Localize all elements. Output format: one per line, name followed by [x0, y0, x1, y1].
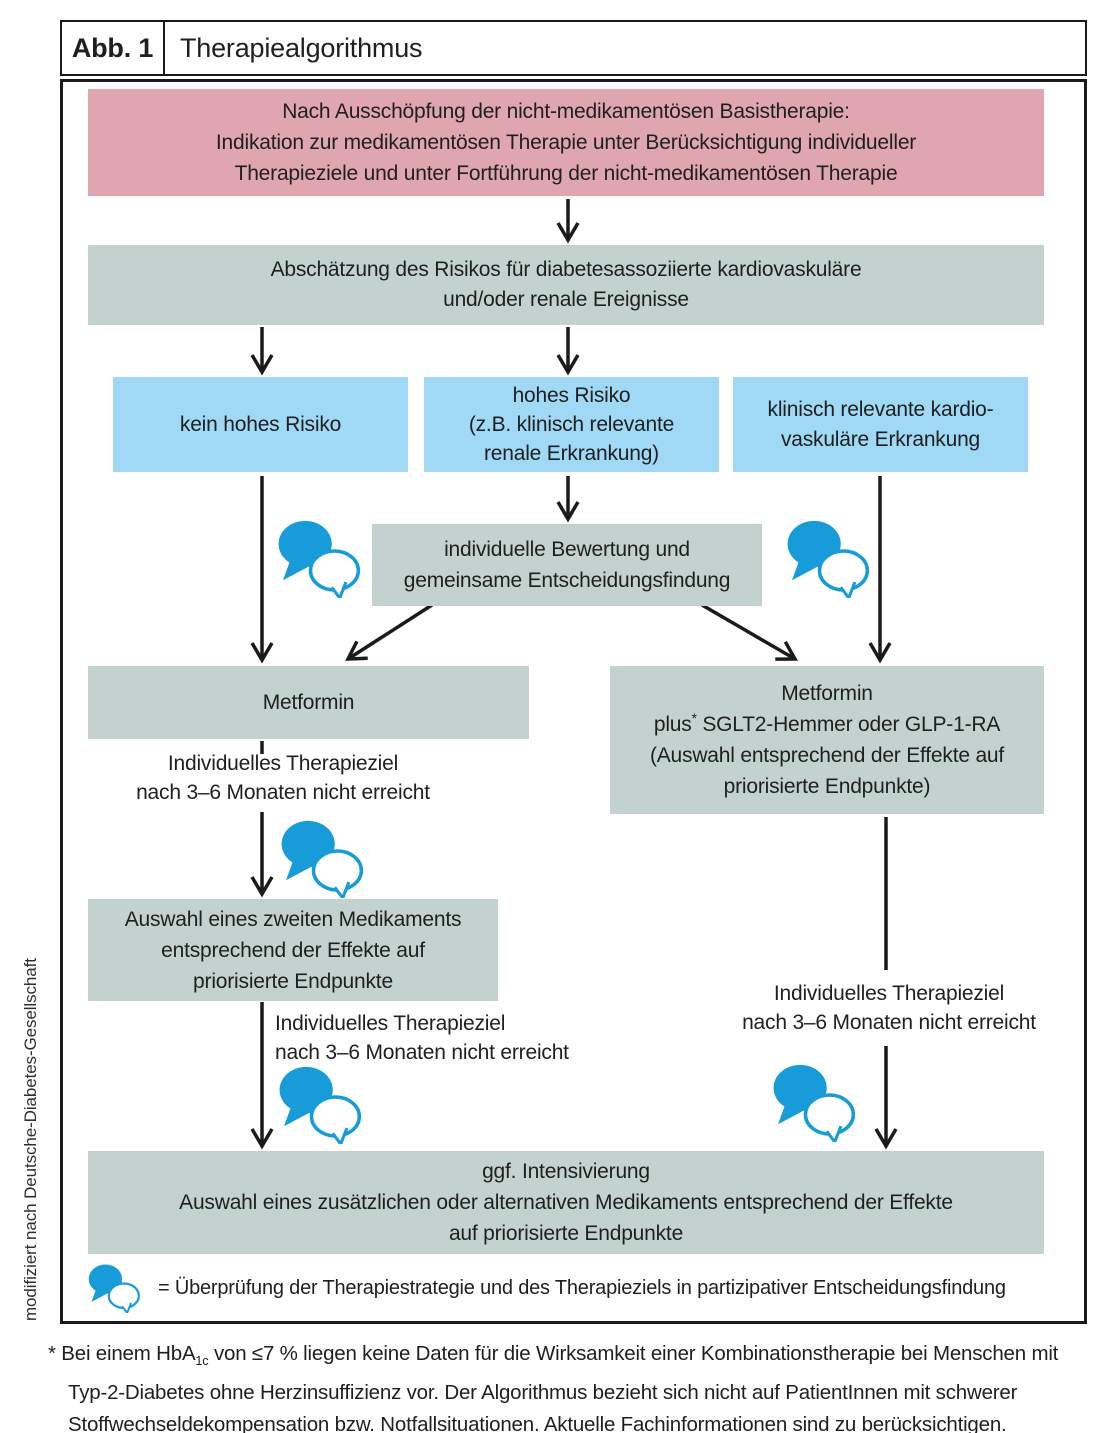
page-title: Therapiealgorithmus: [180, 32, 423, 63]
node-bewertung: individuelle Bewertung und gemeinsame En…: [372, 524, 762, 606]
discussion-bubbles-icon: [772, 1064, 862, 1142]
figure-title-bar: Abb. 1 Therapiealgorithmus: [60, 20, 1087, 76]
node-hohes-risiko: hohes Risiko (z.B. klinisch relevante re…: [424, 377, 719, 472]
node-basistherapie: Nach Ausschöpfung der nicht-medikamentös…: [88, 89, 1044, 196]
discussion-bubbles-icon: [786, 520, 876, 598]
node-metformin: Metformin: [88, 666, 529, 739]
label-therapieziel-rechts: Individuelles Therapieziel nach 3–6 Mona…: [742, 982, 1036, 1034]
legend-text: = Überprüfung der Therapiestrategie und …: [158, 1276, 1006, 1299]
node-auswahl-zweites-medikament: Auswahl eines zweiten Medikaments entspr…: [88, 899, 498, 1001]
legend-row: = Überprüfung der Therapiestrategie und …: [88, 1262, 1068, 1314]
discussion-bubbles-icon: [280, 820, 370, 898]
discussion-bubbles-icon: [277, 520, 367, 598]
discussion-bubbles-icon: [278, 1066, 368, 1144]
label-therapieziel-links-1: Individuelles Therapieziel nach 3–6 Mona…: [136, 752, 430, 804]
node-metformin-plus: Metformin plus* SGLT2-Hemmer oder GLP-1-…: [610, 666, 1044, 814]
footnote-marker: *: [48, 1342, 62, 1365]
node-intensivierung: ggf. Intensivierung Auswahl eines zusätz…: [88, 1151, 1044, 1254]
metformin-plus-line3: (Auswahl entsprechend der Effekte auf pr…: [649, 744, 1005, 798]
hba1c-subscript: 1c: [195, 1353, 209, 1369]
node-kardiovaskulaere-erkrankung: klinisch relevante kardio- vaskuläre Erk…: [733, 377, 1028, 472]
metformin-plus-line1: Metformin: [781, 682, 873, 705]
metformin-plus-line2: plus* SGLT2-Hemmer oder GLP-1-RA: [653, 711, 1001, 736]
footnote-asterisk-ref: *: [691, 711, 697, 726]
label-therapieziel-links-2: Individuelles Therapieziel nach 3–6 Mona…: [275, 1012, 569, 1064]
diagram-frame: [60, 79, 1087, 1324]
discussion-bubbles-icon: [88, 1263, 140, 1313]
footnote: * Bei einem HbA1c von ≤7 % liegen keine …: [48, 1342, 1059, 1433]
node-kein-hohes-risiko: kein hohes Risiko: [113, 377, 408, 472]
source-note: modifiziert nach Deutsche-Diabetes-Gesel…: [21, 958, 40, 1321]
figure-label: Abb. 1: [62, 22, 165, 74]
node-risikoabschaetzung: Abschätzung des Risikos für diabetesasso…: [88, 245, 1044, 325]
